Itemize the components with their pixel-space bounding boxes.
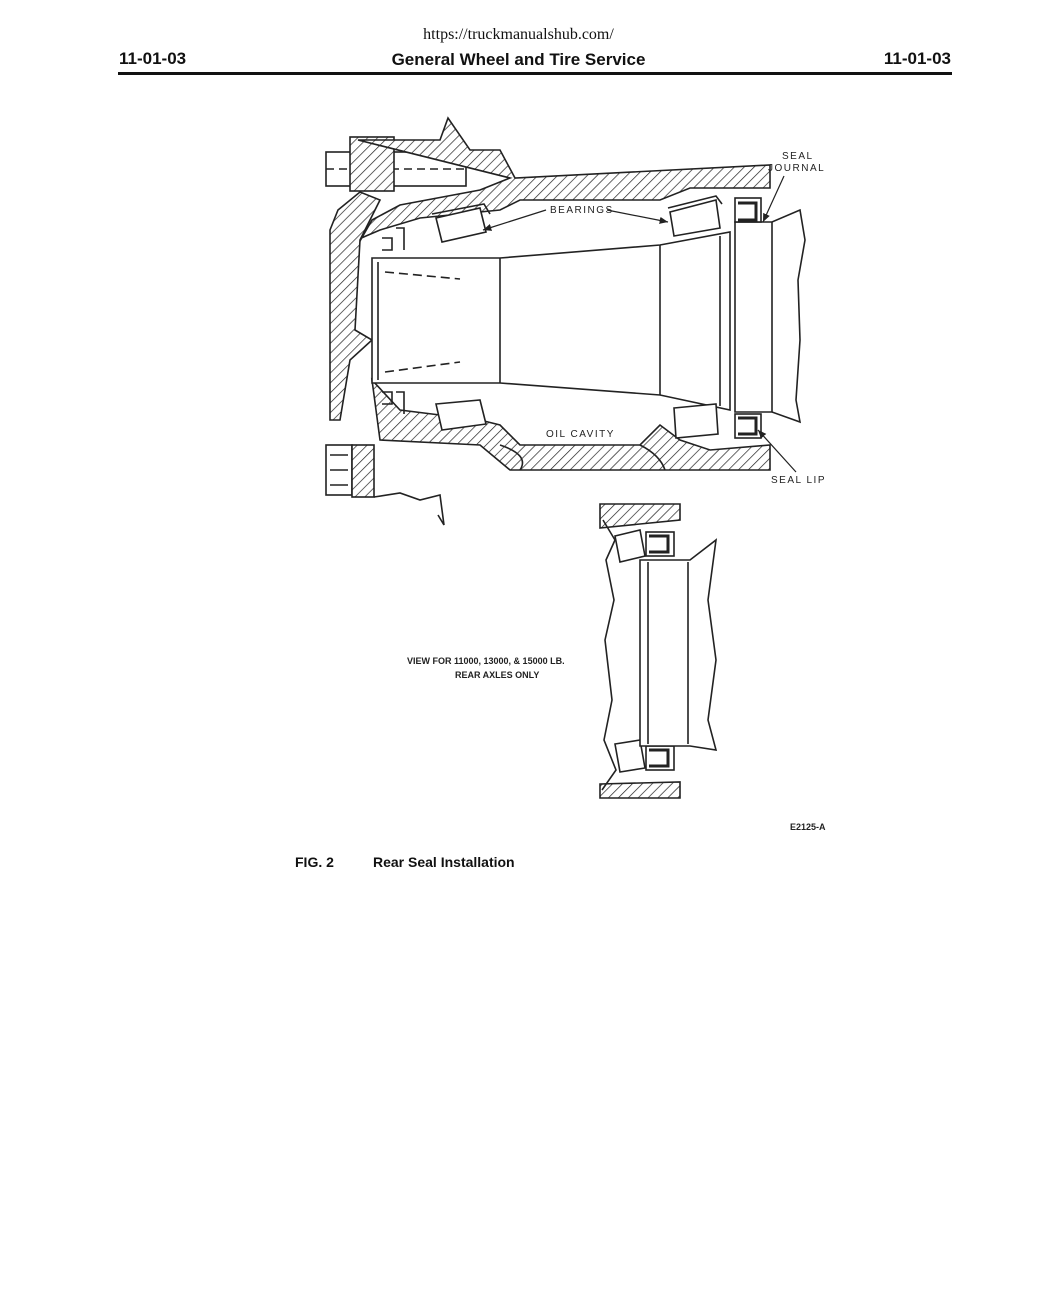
label-seal-lip: SEAL LIP (771, 475, 826, 486)
header-rule (118, 72, 952, 75)
source-url: https://truckmanualshub.com/ (423, 26, 614, 43)
label-seal: SEAL (782, 151, 814, 162)
figure-code: E2125-A (790, 822, 826, 832)
label-oil-cavity: OIL CAVITY (546, 429, 615, 440)
inset-view (599, 503, 718, 799)
page-title: General Wheel and Tire Service (391, 50, 646, 69)
inset-note-line1: VIEW FOR 11000, 13000, & 15000 LB. (407, 656, 565, 666)
section-number-left: 11-01-03 (119, 49, 187, 68)
figure-number: FIG. 2 (295, 854, 334, 870)
inset-note-line2: REAR AXLES ONLY (455, 670, 539, 680)
label-journal: JOURNAL (768, 163, 825, 174)
label-bearings: BEARINGS (550, 205, 614, 216)
section-number-right: 11-01-03 (883, 49, 951, 68)
main-hub-assembly (325, 116, 806, 526)
leader-lines (482, 175, 797, 473)
figure-caption: Rear Seal Installation (373, 854, 515, 870)
